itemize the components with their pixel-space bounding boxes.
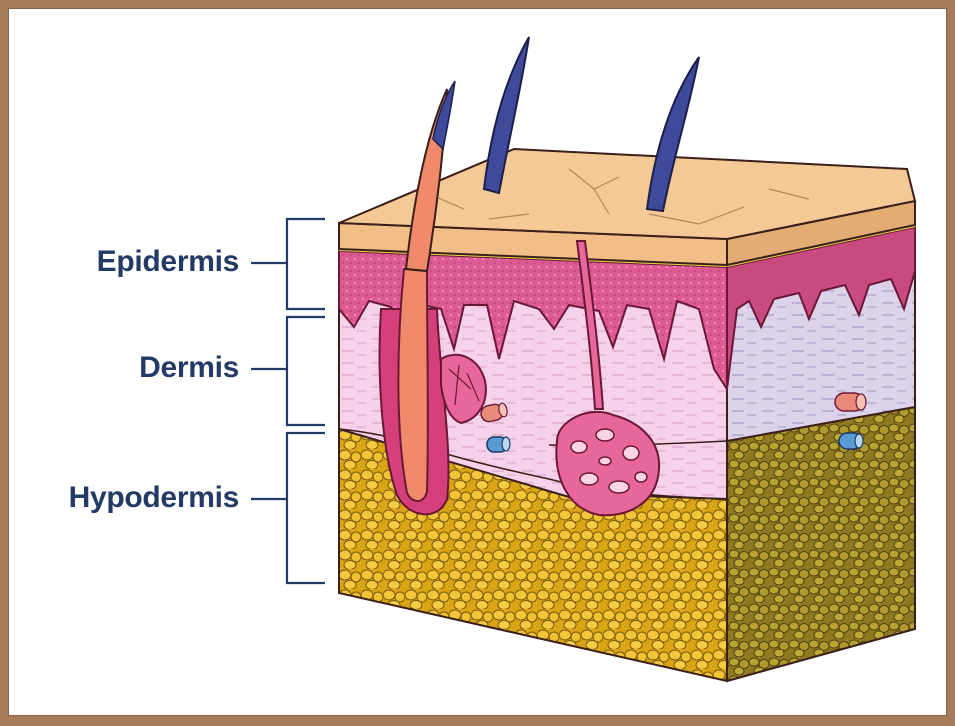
bracket-epidermis bbox=[251, 219, 325, 309]
label-epidermis: Epidermis bbox=[97, 245, 239, 279]
label-dermis: Dermis bbox=[139, 351, 239, 385]
blood-vessel-vein-side bbox=[839, 433, 863, 449]
blood-vessel-artery-side bbox=[835, 393, 866, 411]
bracket-dermis bbox=[251, 317, 325, 425]
hypodermis-side bbox=[727, 407, 915, 681]
hair-root-left bbox=[398, 269, 428, 501]
bracket-hypodermis bbox=[251, 433, 325, 583]
blood-vessel-vein-front bbox=[487, 437, 510, 452]
label-hypodermis: Hypodermis bbox=[69, 481, 239, 515]
diagram-frame: Epidermis Dermis Hypodermis bbox=[8, 8, 947, 716]
